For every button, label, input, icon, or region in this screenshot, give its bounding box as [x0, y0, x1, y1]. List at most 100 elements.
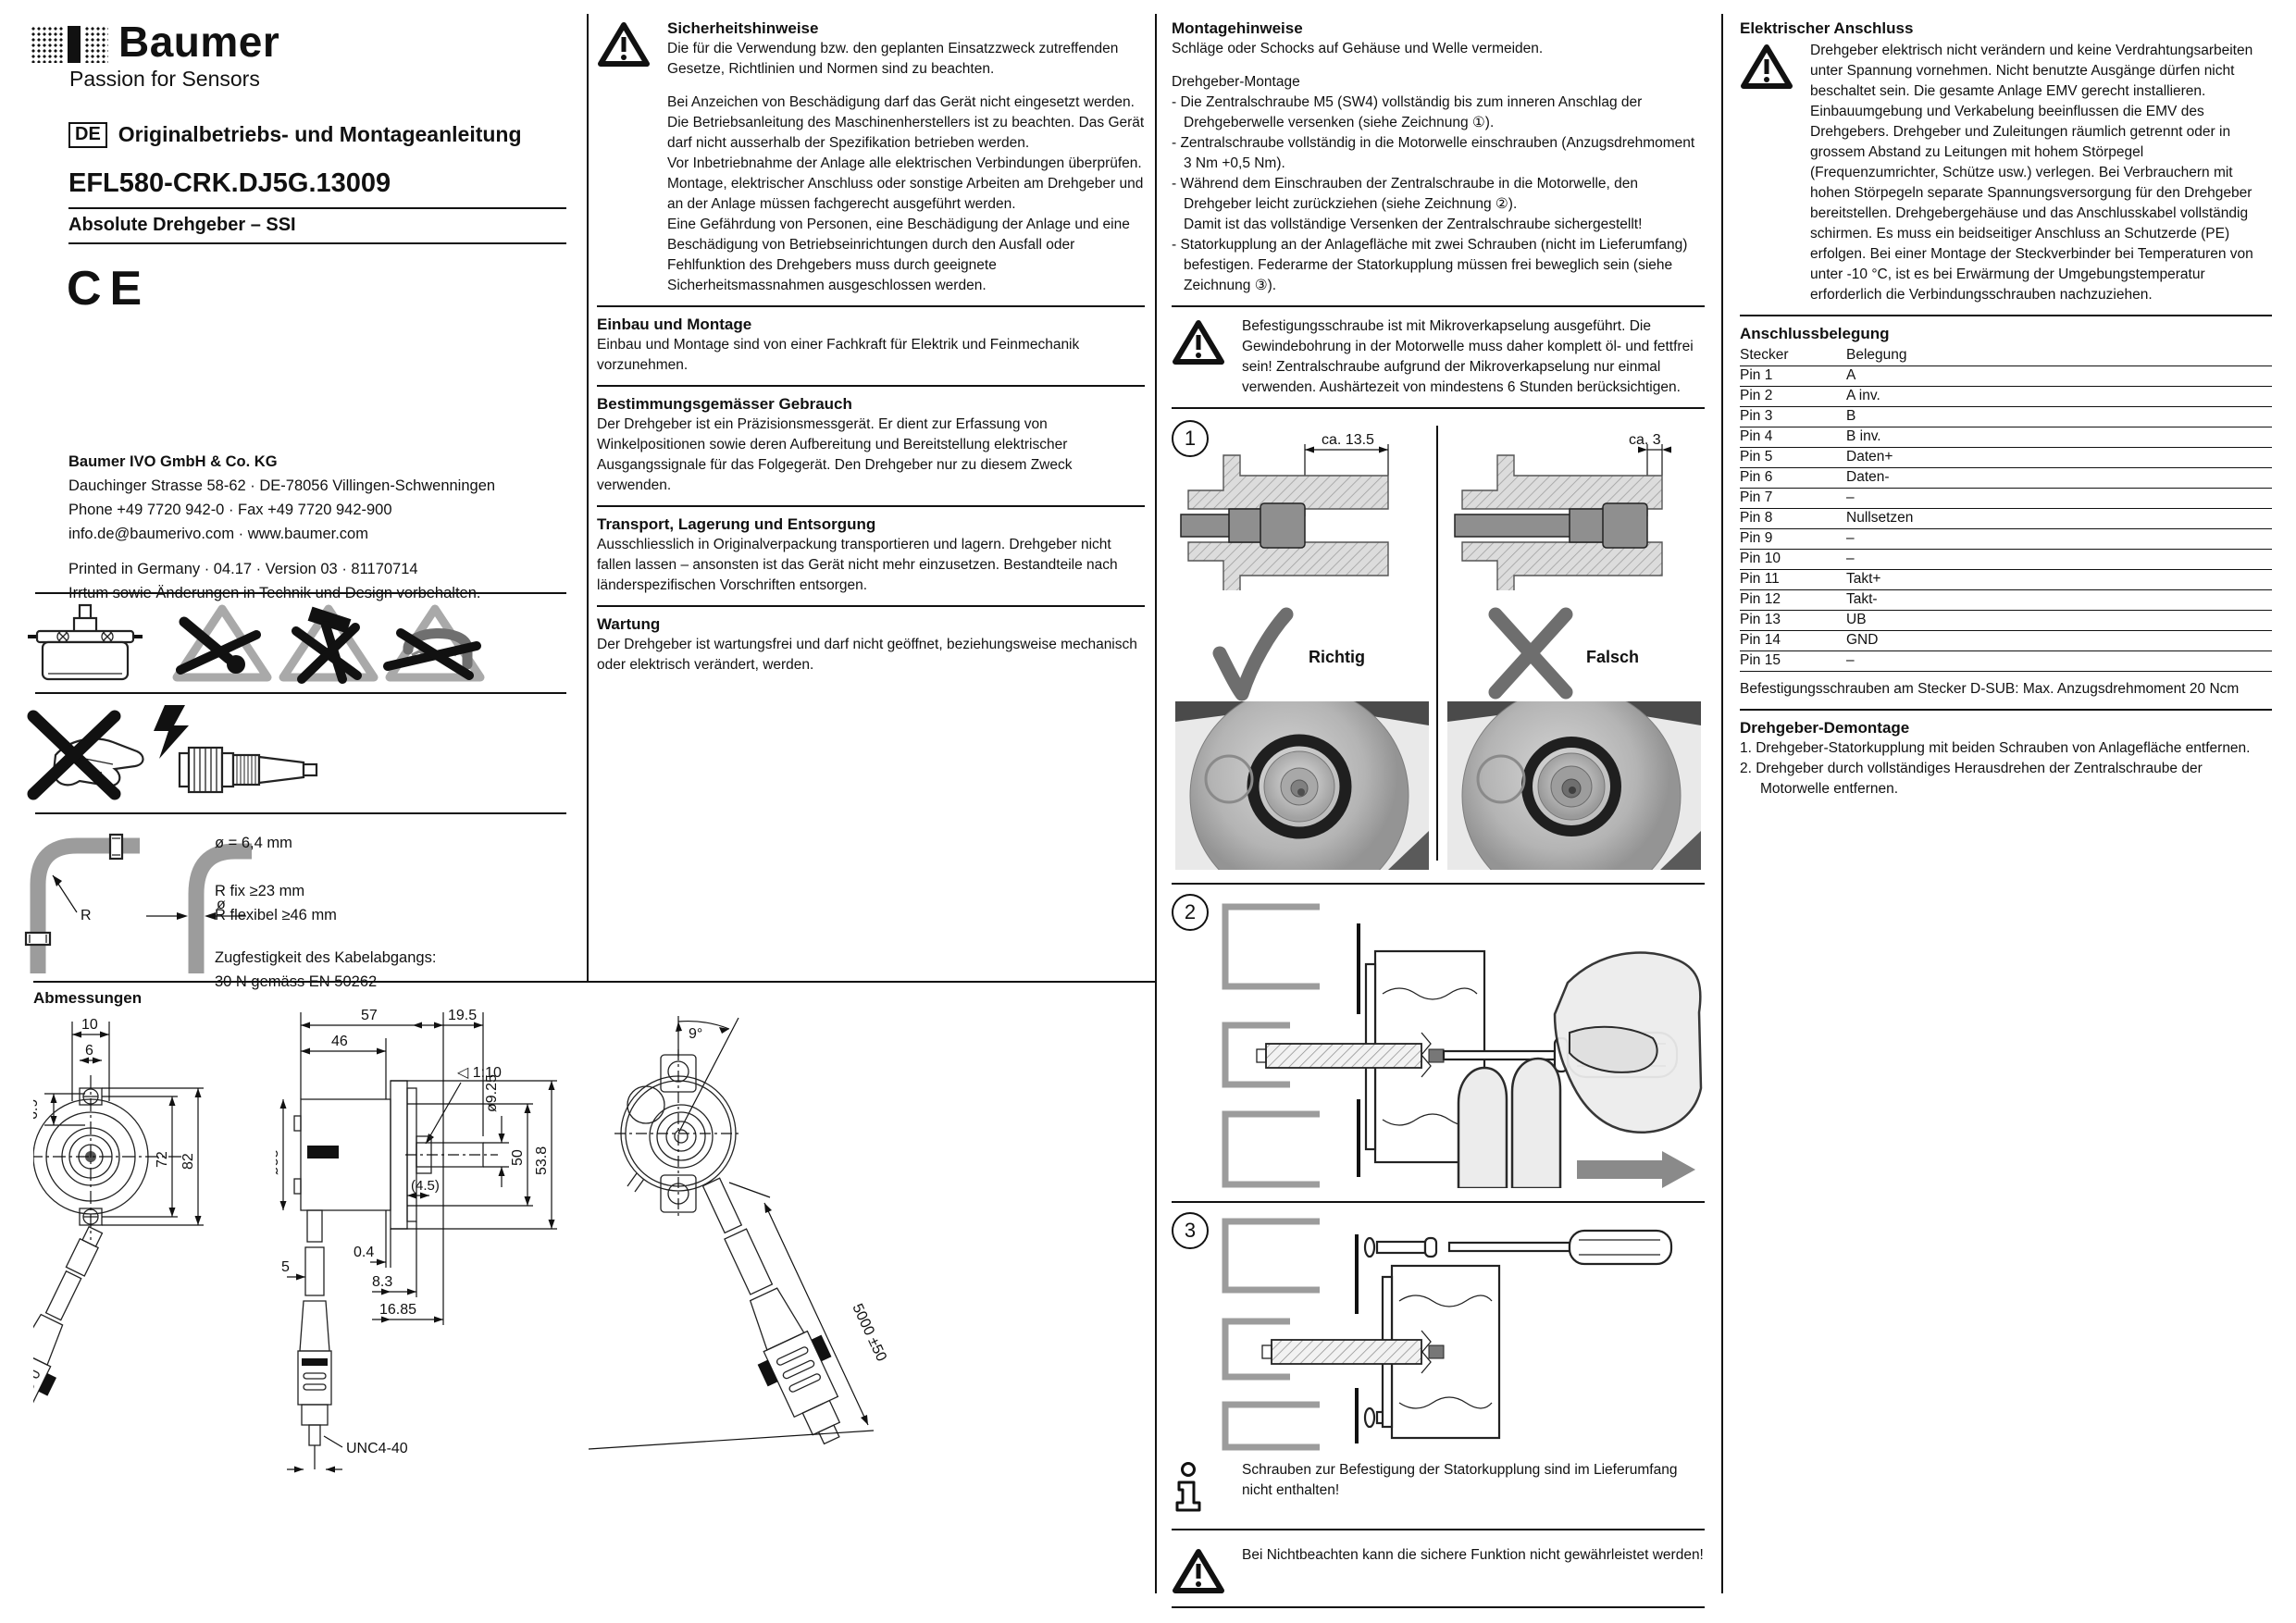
cable-spec-block: ø = 6,4 mm R fix ≥23 mm R flexibel ≥46 m…: [215, 831, 548, 994]
assignment-cell: Takt+: [1846, 569, 2272, 590]
company-name: Baumer IVO GmbH & Co. KG: [68, 453, 278, 470]
pinout-title: Anschlussbelegung: [1740, 325, 1890, 342]
assignment-cell: B: [1846, 406, 2272, 427]
demontage-section: Drehgeber-Demontage 1. Drehgeber-Statork…: [1740, 709, 2272, 799]
rule: [68, 242, 566, 244]
product-code: EFL580-CRK.DJ5G.13009: [68, 168, 391, 198]
dim-side-195: 19.5: [448, 1008, 477, 1023]
company-block: Baumer IVO GmbH & Co. KG Dauchinger Stra…: [68, 450, 568, 605]
safety-block: Sicherheitshinweise Die für die Verwendu…: [597, 19, 1145, 296]
dim-side-83: 8.3: [372, 1274, 392, 1290]
section-einbau: Einbau und Montage Einbau und Montage si…: [597, 305, 1145, 376]
bend-radius-fixed-icon: R: [23, 824, 143, 981]
fig1-photo-wrong: [1447, 701, 1701, 870]
table-row: Pin 15–: [1740, 650, 2272, 672]
pin-cell: Pin 12: [1740, 589, 1846, 611]
assignment-cell: –: [1846, 528, 2272, 550]
column-divider: [1721, 14, 1723, 1593]
dim-side-taper: ◁ 1:10: [457, 1065, 502, 1081]
encoder-pictogram-icon: [28, 603, 143, 681]
dim-side-538: 53.8: [534, 1146, 550, 1175]
safety-title: Sicherheitshinweise: [667, 19, 819, 37]
transport-body: Ausschliesslich in Originalverpackung tr…: [597, 537, 1118, 593]
dimensions-heading: Abmessungen: [33, 989, 143, 1007]
safety-paragraph-2: Bei Anzeichen von Beschädigung darf das …: [667, 94, 1145, 293]
assignment-cell: –: [1846, 650, 2272, 672]
company-address: Dauchinger Strasse 58-62 · DE-78056 Vill…: [68, 477, 496, 494]
warning-triangle-icon: [1173, 1549, 1224, 1593]
figure-1-number: 1: [1172, 420, 1209, 457]
dim-rear-9deg: 9°: [689, 1026, 702, 1042]
connector-pictogram-icon: [178, 746, 318, 794]
fig1-dim-correct: ca. 13.5: [1322, 432, 1374, 448]
einbau-title: Einbau und Montage: [597, 316, 752, 333]
fig1-correct-section: ca. 13.5: [1180, 432, 1389, 590]
assignment-cell: Daten-: [1846, 467, 2272, 489]
fig1-photo-correct: [1175, 701, 1429, 870]
assignment-cell: UB: [1846, 610, 2272, 631]
logo-halftone-right-icon: [84, 26, 108, 63]
dsub-note: Befestigungsschrauben am Stecker D-SUB: …: [1740, 681, 2240, 697]
pinout-col-assignment: Belegung: [1846, 346, 2272, 366]
dimension-drawing-side: 57 19.5 46 ◁ 1:10 ø9.2: [276, 1008, 557, 1473]
logo-halftone-left-icon: [31, 26, 64, 63]
fig1-wrong-section: ca. 3: [1454, 432, 1671, 590]
pin-cell: Pin 11: [1740, 569, 1846, 590]
pin-cell: Pin 8: [1740, 508, 1846, 529]
warning-triangle-icon: [598, 22, 650, 67]
dim-side-1685: 16.85: [379, 1302, 416, 1318]
doc-title: Originalbetriebs- und Montageanleitung: [118, 122, 522, 146]
bend-radius-label: R: [81, 908, 92, 923]
dim-side-46: 46: [331, 1034, 348, 1049]
dimension-drawing-rear: 9°: [589, 1016, 889, 1450]
rule: [1172, 1606, 1705, 1608]
ce-mark: CE: [67, 262, 151, 316]
pin-cell: Pin 6: [1740, 467, 1846, 489]
column-safety: Sicherheitshinweise Die für die Verwendu…: [597, 19, 1145, 675]
cable-radius-flex: R flexibel ≥46 mm: [215, 907, 337, 923]
warning-triangle-icon: [1741, 44, 1793, 89]
pinout-col-connector: Stecker: [1740, 346, 1846, 366]
assignment-cell: Daten+: [1846, 447, 2272, 468]
info-note-text: Schrauben zur Befestigung der Statorkupp…: [1242, 1462, 1678, 1498]
glue-note-text: Befestigungsschraube ist mit Mikroverkap…: [1242, 318, 1694, 395]
dimension-drawing-front: 10 6 6.9 72: [33, 1017, 204, 1421]
figure-2-number: 2: [1172, 894, 1209, 931]
figure-divider: [1436, 426, 1438, 861]
no-hammer-warning-icon: [279, 604, 379, 684]
cable-tensile-1: Zugfestigkeit des Kabelabgangs:: [215, 949, 437, 966]
demontage-step: 1. Drehgeber-Statorkupplung mit beiden S…: [1740, 740, 2251, 756]
montage-step: - Statorkupplung an der Anlagefläche mit…: [1172, 237, 1688, 293]
fig1-label-correct: Richtig: [1309, 648, 1365, 666]
demontage-title: Drehgeber-Demontage: [1740, 719, 1910, 737]
brand-wordmark: Baumer: [118, 18, 280, 66]
no-chisel-warning-icon: [172, 604, 272, 682]
table-row: Pin 9–: [1740, 528, 2272, 550]
cable-diameter-symbol: ø: [217, 897, 226, 912]
dim-rear-cable: 5000 ±50: [849, 1302, 889, 1365]
pin-cell: Pin 2: [1740, 386, 1846, 407]
pin-cell: Pin 5: [1740, 447, 1846, 468]
bend-radius-diameter-icon: ø: [139, 824, 254, 981]
company-web: info.de@baumerivo.com · www.baumer.com: [68, 526, 368, 542]
dimensions-section: Abmessungen 10 6 6.9: [33, 988, 1153, 1617]
warning-triangle-icon: [1173, 320, 1224, 365]
glue-note: Befestigungsschraube ist mit Mikroverkap…: [1172, 316, 1705, 398]
montage-intro: Schläge oder Schocks auf Gehäuse und Wel…: [1172, 41, 1544, 56]
electrical-body: Drehgeber elektrisch nicht verändern und…: [1810, 43, 2253, 303]
safety-paragraph-1: Die für die Verwendung bzw. den geplante…: [667, 41, 1119, 77]
pinout-header-row: Stecker Belegung: [1740, 346, 2272, 366]
rule: [1172, 1529, 1705, 1530]
info-note: Schrauben zur Befestigung der Statorkupp…: [1172, 1460, 1705, 1519]
info-icon: [1175, 1462, 1201, 1512]
pin-cell: Pin 1: [1740, 365, 1846, 387]
lightning-icon: [154, 705, 189, 759]
no-cross-icon: [27, 710, 121, 800]
